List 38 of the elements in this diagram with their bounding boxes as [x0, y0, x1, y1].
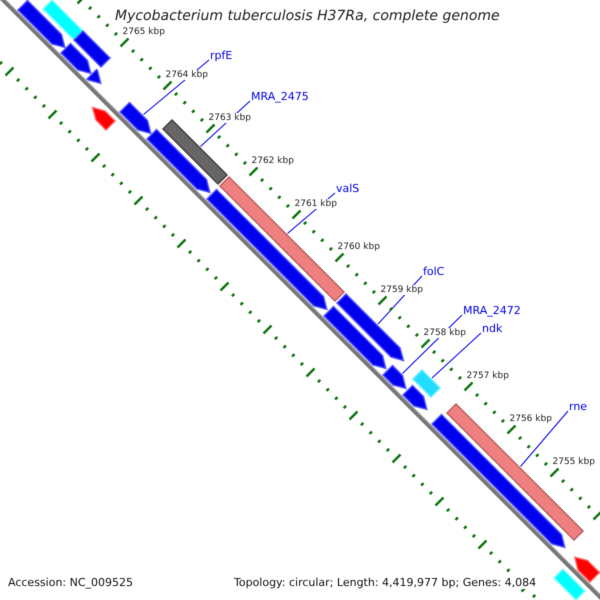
gene-label: MRA_2475	[251, 91, 309, 103]
scale-label: 2764 kbp	[166, 70, 208, 80]
leader-line	[520, 410, 568, 467]
genome-info-text: Topology: circular; Length: 4,419,977 bp; Genes: 4,084	[232, 576, 538, 589]
gene-feature	[382, 364, 407, 390]
map-title: Mycobacterium tuberculosis H37Ra, complete genome	[115, 8, 500, 24]
scale-label: 2755 kbp	[552, 456, 595, 466]
scale-label: 2762 kbp	[252, 156, 294, 166]
scale-label: 2757 kbp	[466, 370, 509, 380]
leader-line	[432, 332, 482, 378]
gene-label: MRA_2472	[463, 305, 521, 317]
gene-feature	[336, 292, 405, 362]
gene-label: valS	[336, 183, 360, 195]
gene-feature	[60, 42, 92, 74]
gene-feature	[72, 30, 112, 68]
gene-feature	[402, 384, 428, 410]
scale-label: 2761 kbp	[294, 198, 337, 208]
scale-label: 2763 kbp	[208, 112, 251, 122]
gene-feature	[552, 568, 586, 600]
gene-feature	[574, 556, 600, 584]
scale-label: 2758 kbp	[424, 328, 466, 338]
gene-label: rne	[569, 401, 588, 413]
gene-feature	[91, 106, 116, 132]
scale-label: 2756 kbp	[510, 414, 552, 424]
gene-label: ndk	[482, 323, 502, 335]
gene-feature	[146, 128, 211, 194]
scale-label: 2760 kbp	[338, 242, 380, 252]
gene-feature	[42, 0, 84, 42]
accession-label: Accession: NC_009525	[6, 576, 136, 589]
gene-feature	[322, 305, 387, 370]
gene-feature	[16, 0, 66, 48]
scale-label: 2759 kbp	[380, 284, 423, 294]
gene-feature	[412, 368, 442, 398]
gene-feature	[162, 118, 228, 186]
gene-label: rpfE	[210, 50, 232, 62]
scale-label: 2765 kbp	[122, 26, 165, 36]
gene-label: folC	[423, 266, 444, 278]
gene-feature	[118, 101, 152, 134]
